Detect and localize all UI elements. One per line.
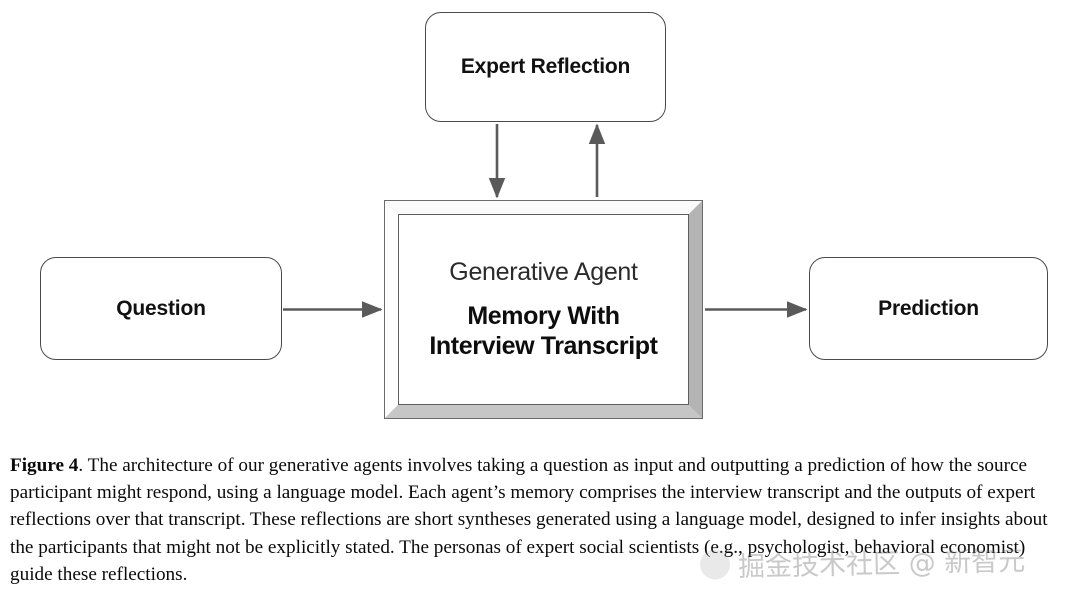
bevel-top-edge <box>385 201 702 215</box>
generative-agent-face: Generative Agent Memory With Interview T… <box>398 214 689 405</box>
bevel-bottom-edge <box>385 404 702 418</box>
caption-body: . The architecture of our generative age… <box>10 455 1048 585</box>
node-question[interactable]: Question <box>40 257 282 360</box>
generative-agent-title: Generative Agent <box>449 257 638 286</box>
caption-figure-number: Figure 4 <box>10 455 79 476</box>
figure-caption: Figure 4. The architecture of our genera… <box>10 452 1070 588</box>
node-generative-agent[interactable]: Generative Agent Memory With Interview T… <box>384 200 703 419</box>
node-prediction[interactable]: Prediction <box>809 257 1048 360</box>
node-question-label: Question <box>116 296 206 320</box>
node-expert-reflection[interactable]: Expert Reflection <box>425 12 666 122</box>
bevel-right-edge <box>688 201 702 418</box>
figure-diagram: Expert Reflection Question Prediction Ge… <box>40 12 1048 419</box>
node-expert-reflection-label: Expert Reflection <box>460 55 631 79</box>
generative-agent-memory-line2: Interview Transcript <box>429 332 658 360</box>
bevel-left-edge <box>385 201 399 418</box>
generative-agent-memory-line1: Memory With <box>467 301 620 330</box>
node-prediction-label: Prediction <box>878 296 979 320</box>
